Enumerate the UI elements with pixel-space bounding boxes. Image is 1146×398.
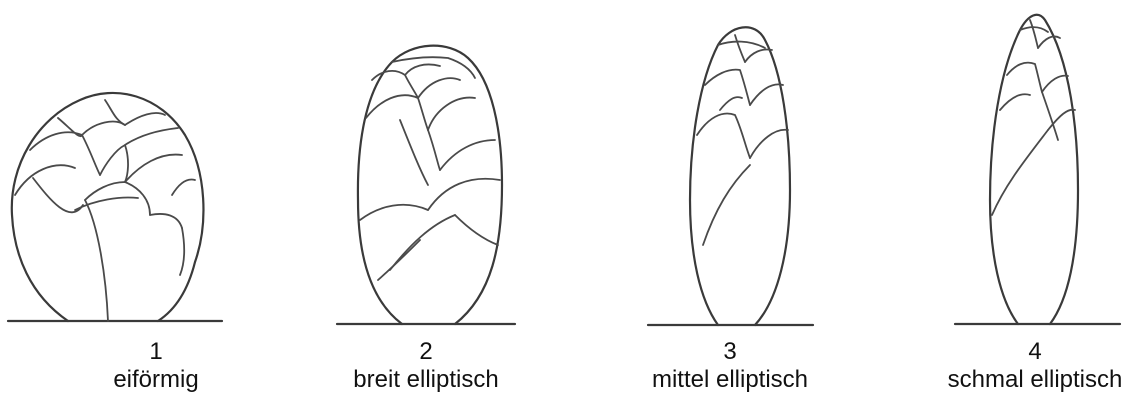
- bud-petal-line: [405, 64, 440, 75]
- bud-petal-line: [705, 70, 750, 105]
- bud-petal-line: [455, 215, 498, 245]
- bud-petal-line: [428, 179, 500, 210]
- bud-petal-line: [697, 114, 750, 158]
- shape-caption-1: 1 eiförmig: [36, 338, 276, 394]
- bud-outline-1: [12, 93, 204, 321]
- bud-petal-line: [750, 84, 783, 105]
- bud-petal-line: [703, 165, 750, 245]
- bud-petal-line: [33, 178, 83, 212]
- bud-petal-line: [30, 132, 100, 175]
- shape-caption-4: 4 schmal elliptisch: [915, 338, 1146, 394]
- bud-petal-line: [15, 165, 75, 195]
- bud-petal-line: [85, 200, 108, 321]
- bud-drawing-3: [648, 27, 813, 325]
- bud-petal-line: [745, 50, 772, 63]
- bud-petal-line: [378, 240, 420, 280]
- bud-petal-line: [1042, 92, 1058, 140]
- bud-petal-line: [1007, 63, 1042, 92]
- bud-petal-line: [360, 205, 428, 220]
- bud-petal-line: [372, 71, 418, 98]
- bud-petal-line: [750, 130, 788, 158]
- shape-number-1: 1: [36, 338, 276, 366]
- bud-petal-line: [718, 42, 765, 48]
- bud-petal-line: [125, 155, 182, 182]
- shape-caption-2: 2 breit elliptisch: [306, 338, 546, 394]
- bud-petal-line: [428, 130, 440, 170]
- bud-outline-4: [990, 15, 1078, 324]
- bud-petal-line: [400, 120, 428, 185]
- bud-petal-line: [100, 145, 128, 182]
- bud-petal-line: [125, 113, 165, 125]
- shape-label-4: schmal elliptisch: [915, 366, 1146, 394]
- shape-number-4: 4: [915, 338, 1146, 366]
- bud-petal-line: [440, 140, 495, 170]
- bud-petal-line: [418, 78, 460, 98]
- bud-petal-line: [150, 214, 182, 228]
- bud-petal-line: [735, 35, 745, 62]
- bud-drawing-2: [337, 46, 515, 324]
- shape-number-2: 2: [306, 338, 546, 366]
- bud-petal-line: [1042, 76, 1068, 92]
- bud-petal-line: [1000, 94, 1030, 110]
- bud-petal-line: [82, 122, 125, 135]
- bud-petal-line: [720, 97, 742, 110]
- bud-petal-line: [366, 95, 428, 130]
- bud-petal-line: [428, 98, 475, 130]
- shape-number-3: 3: [610, 338, 850, 366]
- shape-label-3: mittel elliptisch: [610, 366, 850, 394]
- shape-caption-3: 3 mittel elliptisch: [610, 338, 850, 394]
- shape-label-1: eiförmig: [36, 366, 276, 394]
- bud-petal-line: [390, 215, 455, 270]
- bud-drawing-1: [8, 93, 222, 321]
- bud-outline-2: [358, 46, 502, 324]
- bud-petal-line: [172, 180, 195, 195]
- bud-petal-line: [180, 228, 184, 275]
- bud-petal-line: [992, 130, 1048, 215]
- bud-petal-line: [125, 128, 178, 145]
- shape-label-2: breit elliptisch: [306, 366, 546, 394]
- bud-petal-line: [1030, 20, 1038, 48]
- bud-drawing-4: [955, 15, 1120, 324]
